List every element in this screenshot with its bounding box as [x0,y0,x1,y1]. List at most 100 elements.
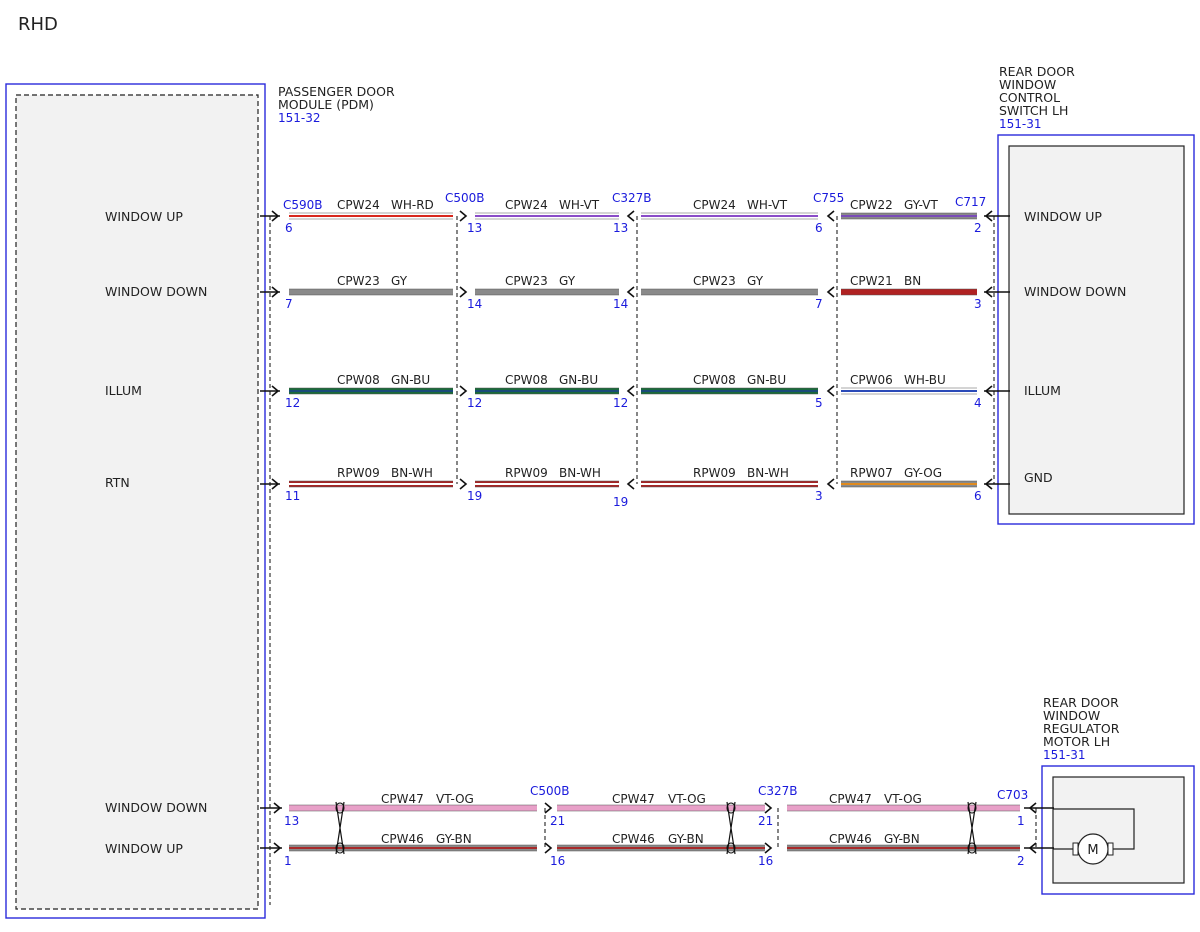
brow-0-arrow-3 [1028,802,1037,814]
wire-row-1-seg-1-color: GY [559,274,576,288]
row-2-arrow-3 [826,385,835,397]
connector-label-c703: C703 [997,788,1028,802]
wire-row-3-seg-0-color: BN-WH [391,466,433,480]
pin-row-2-1: 12 [467,396,482,410]
wire-brow-1-seg-2-circuit: CPW46 [829,832,872,846]
brow-1-arrow-0 [273,842,282,854]
switch-name-line-1: REAR DOOR [999,64,1075,79]
motor-internal-wiring [1053,808,1135,850]
wire-row-0-seg-1-color: WH-VT [559,198,600,212]
wire-brow-1-seg-1-circuit: CPW46 [612,832,655,846]
motor-brush-left [1072,842,1079,856]
twisted-pair-marker-0 [335,801,345,855]
row-0-arrow-3 [826,210,835,222]
pdm-ref: 151-32 [278,111,321,125]
pin-row-3-4: 6 [974,489,982,503]
connector-label-c500b-bottom: C500B [530,784,570,798]
switch-body [1008,145,1185,515]
pdm-name-line-2: MODULE (PDM) [278,97,374,112]
row-0-arrow-1 [459,210,468,222]
wire-row-3-seg-3-color: GY-OG [904,466,942,480]
wire-row-1-seg-3-color: BN [904,274,921,288]
wire-row-0-seg-3-color: GY-VT [904,198,938,212]
pin-brow-1-3: 2 [1017,854,1025,868]
row-1-arrow-3 [826,286,835,298]
wire-row-1-seg-0-circuit: CPW23 [337,274,380,288]
wire-row-0-seg-1-circuit: CPW24 [505,198,548,212]
pin-row-2-3: 5 [815,396,823,410]
wire-row-1-seg-0-color: GY [391,274,408,288]
wire-row-2-seg-2-color: GN-BU [747,373,786,387]
wire-row-3-seg-2-color: BN-WH [747,466,789,480]
wire-row-1-seg-1-circuit: CPW23 [505,274,548,288]
connector-label-c755: C755 [813,191,844,205]
row-0-arrow-2 [626,210,635,222]
twisted-pair-top-1 [726,802,736,814]
switch-label-gnd: GND [1024,470,1053,485]
motor-brush-right [1107,842,1114,856]
row-3-arrow-2 [626,478,635,490]
connector-label-c327b-bottom: C327B [758,784,798,798]
pdm-label-window-up-2: WINDOW UP [105,841,183,856]
connector-label-c590b: C590B [283,198,323,212]
pin-row-3-2: 19 [613,495,628,509]
pdm-label-illum: ILLUM [105,383,142,398]
brow-0-arrow-0 [273,802,282,814]
pdm-module-body [15,94,259,910]
connector-label-c500b: C500B [445,191,485,205]
motor-name-line-4: MOTOR LH [1043,734,1110,749]
connector-label-c327b: C327B [612,191,652,205]
pin-row-1-2: 14 [613,297,628,311]
pin-row-1-1: 14 [467,297,482,311]
wire-brow-1-seg-0-color: GY-BN [436,832,472,846]
pin-row-3-1: 19 [467,489,482,503]
wire-row-0-seg-2-color: WH-VT [747,198,788,212]
wire-row-3-seg-3-circuit: RPW07 [850,466,893,480]
wire-row-0-seg-0-circuit: CPW24 [337,198,380,212]
row-1-arrow-2 [626,286,635,298]
row-3-arrow-1 [459,478,468,490]
wire-row-1-seg-3-circuit: CPW21 [850,274,893,288]
switch-name-line-3: CONTROL [999,90,1060,105]
switch-name-line-4: SWITCH LH [999,103,1068,118]
pin-row-2-2: 12 [613,396,628,410]
twisted-pair-marker-2 [967,801,977,855]
connector-label-c717: C717 [955,195,986,209]
pdm-name-line-1: PASSENGER DOOR [278,84,395,99]
row-3-arrow-4 [984,478,993,490]
wire-brow-0-seg-2-color: VT-OG [884,792,922,806]
brow-0-arrow-2 [764,802,773,814]
pin-row-0-4: 2 [974,221,982,235]
brow-1-arrow-3 [1028,842,1037,854]
wire-brow-0-seg-0-circuit: CPW47 [381,792,424,806]
switch-label-window-up: WINDOW UP [1024,209,1102,224]
pdm-label-window-down: WINDOW DOWN [105,284,207,299]
switch-label-window-down: WINDOW DOWN [1024,284,1126,299]
wire-row-2-seg-3-circuit: CPW06 [850,373,893,387]
brow-1-arrow-1 [544,842,553,854]
wire-row-2-seg-1-circuit: CPW08 [505,373,548,387]
pin-row-0-1: 13 [467,221,482,235]
twisted-pair-top-2 [967,802,977,814]
pin-row-1-0: 7 [285,297,293,311]
wire-row-3-seg-0-circuit: RPW09 [337,466,380,480]
row-2-arrow-2 [626,385,635,397]
pin-brow-0-1: 21 [550,814,565,828]
switch-name-line-2: WINDOW [999,77,1056,92]
wire-row-1-seg-2-circuit: CPW23 [693,274,736,288]
wire-row-1-seg-2-color: GY [747,274,764,288]
row-2-arrow-4 [984,385,993,397]
motor-body [1052,776,1185,884]
wire-row-0-seg-2-circuit: CPW24 [693,198,736,212]
motor-ref: 151-31 [1043,748,1086,762]
row-2-arrow-0 [271,385,280,397]
pin-brow-1-0: 1 [284,854,292,868]
pdm-label-rtn: RTN [105,475,130,490]
row-1-arrow-0 [271,286,280,298]
wire-row-3-seg-2-circuit: RPW09 [693,466,736,480]
twisted-pair-bottom-1 [726,842,736,854]
wire-row-3-seg-1-color: BN-WH [559,466,601,480]
twisted-pair-top-0 [335,802,345,814]
